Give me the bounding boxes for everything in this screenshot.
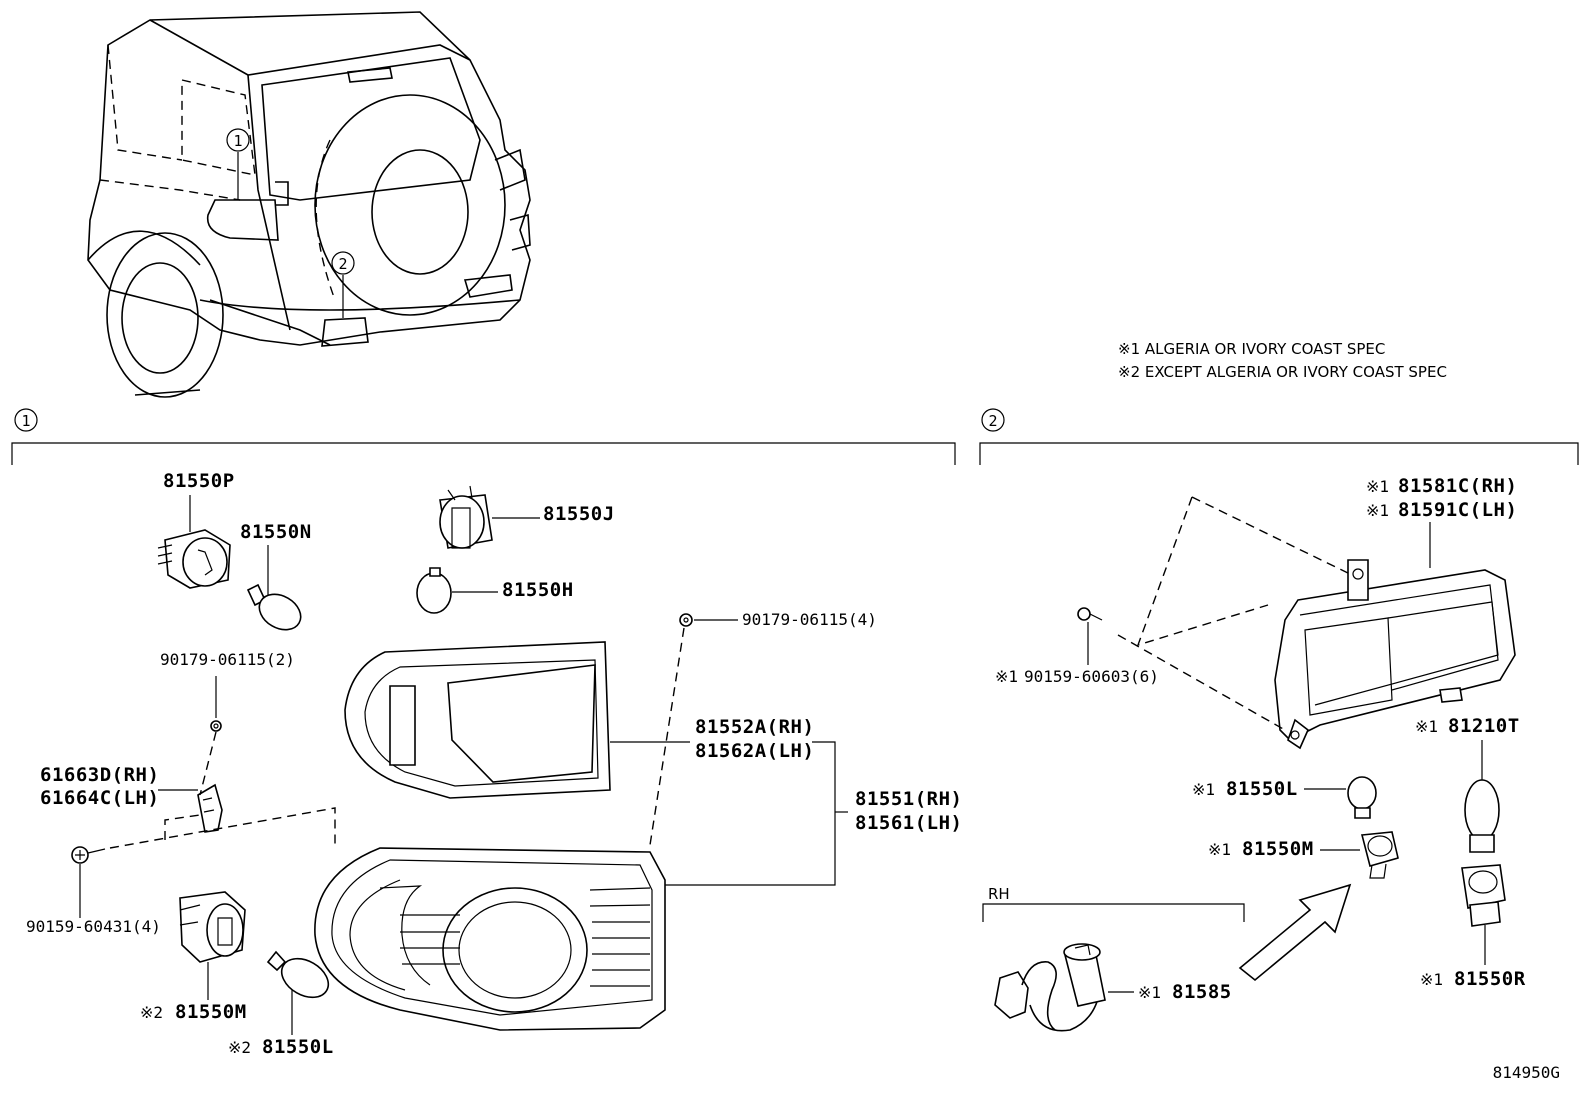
bracket-81551 — [660, 741, 836, 886]
section-2-header: 2 — [979, 408, 1579, 465]
label-90159-60603: 90159-60603(6) — [1024, 667, 1159, 686]
label-81550R: 81550R — [1454, 968, 1526, 990]
rh-label: RH — [988, 885, 1010, 903]
callout-2-vehicle: 2 — [331, 251, 355, 275]
mark1-81210T: ※1 — [1415, 717, 1438, 736]
svg-text:1: 1 — [21, 412, 30, 430]
clip-61663D-icon — [197, 783, 223, 833]
callout-1-vehicle: 1 — [226, 128, 250, 152]
screw-90179-4-icon — [679, 613, 693, 627]
screw-90159-60431-icon — [71, 846, 106, 864]
svg-text:2: 2 — [338, 255, 347, 273]
label-81552A: 81552A(RH) — [695, 716, 814, 738]
rh-bracket: RH — [982, 885, 1245, 922]
socket-81550M-icon — [179, 891, 246, 963]
bulb-81550L-r-icon — [1347, 776, 1377, 819]
section-1-header: 1 — [11, 408, 956, 465]
mark1-81585: ※1 — [1138, 983, 1161, 1002]
label-81581C: 81581C(RH) — [1398, 475, 1517, 497]
label-81551: 81551(RH) — [855, 788, 962, 810]
bulb-81210T-icon — [1464, 779, 1500, 853]
direction-arrow-icon — [1238, 883, 1352, 982]
vehicle-rear-illustration — [87, 11, 531, 398]
label-81550J: 81550J — [543, 503, 615, 525]
socket-81550J-icon — [439, 485, 493, 549]
mark1-81550M: ※1 — [1208, 840, 1231, 859]
label-81550L-r: 81550L — [1226, 778, 1298, 800]
mark1-81581C: ※1 — [1366, 477, 1389, 496]
label-81562A: 81562A(LH) — [695, 740, 814, 762]
lamp-lens-81552A-icon — [344, 641, 611, 799]
lamp-housing-81551-icon — [314, 847, 666, 1031]
bulb-81550L-icon — [266, 950, 330, 999]
label-90179-06115-2: 90179-06115(2) — [160, 650, 295, 669]
mark1-81591C: ※1 — [1366, 501, 1389, 520]
label-81591C: 81591C(LH) — [1398, 499, 1517, 521]
mark1-90159-60603: ※1 — [995, 667, 1018, 686]
label-81550N: 81550N — [240, 521, 312, 543]
label-81585: 81585 — [1172, 981, 1232, 1003]
mark2-81550M: ※2 — [140, 1003, 163, 1022]
socket-81550P-icon — [157, 529, 231, 589]
socket-81550R-icon — [1461, 864, 1506, 927]
label-81561: 81561(LH) — [855, 812, 962, 834]
label-81550L: 81550L — [262, 1036, 334, 1058]
label-81550M: 81550M — [175, 1001, 247, 1023]
reflex-lamp-81581C-icon — [1274, 559, 1516, 750]
bulb-81550H-icon — [416, 567, 452, 614]
svg-text:2: 2 — [988, 412, 997, 430]
mark2-81550L: ※2 — [228, 1038, 251, 1057]
note-1: ※1 ALGERIA OR IVORY COAST SPEC — [1118, 340, 1385, 358]
mark1-81550R: ※1 — [1420, 970, 1443, 989]
diagram-id: 814950G — [1493, 1063, 1560, 1082]
screw-90159-60603-icon — [1077, 607, 1103, 621]
svg-text:1: 1 — [233, 132, 242, 150]
label-81210T: 81210T — [1448, 715, 1520, 737]
note-2: ※2 EXCEPT ALGERIA OR IVORY COAST SPEC — [1118, 363, 1447, 381]
label-81550H: 81550H — [502, 579, 574, 601]
label-90179-06115-4: 90179-06115(4) — [742, 610, 877, 629]
mark1-81550L: ※1 — [1192, 780, 1215, 799]
label-61663D: 61663D(RH) — [40, 764, 159, 786]
bulb-81550N-icon — [246, 583, 302, 631]
wire-harness-81585-icon — [994, 943, 1106, 1032]
socket-81550M-r-icon — [1360, 831, 1399, 879]
label-81550M-r: 81550M — [1242, 838, 1314, 860]
label-81550P: 81550P — [163, 470, 235, 492]
label-61664C: 61664C(LH) — [40, 787, 159, 809]
screw-90179-2-icon — [210, 720, 222, 732]
label-90159-60431: 90159-60431(4) — [26, 917, 161, 936]
